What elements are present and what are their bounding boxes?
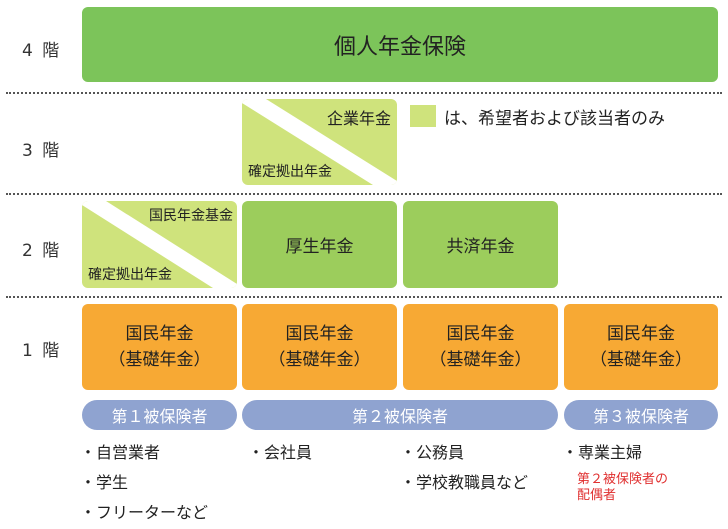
list-item: ・公務員	[400, 443, 465, 462]
floor-label-4: 4 階	[22, 41, 62, 61]
floor-label-2: 2 階	[22, 241, 62, 261]
list-item: ・会社員	[248, 443, 313, 462]
note-line: 第２被保険者の	[577, 472, 669, 487]
list-item: ・専業主婦	[562, 443, 643, 462]
basic-pension-label: （基礎年金）	[268, 350, 371, 370]
national-pension-box: 国民年金 （基礎年金）	[403, 304, 558, 390]
national-pension-box: 国民年金 （基礎年金）	[564, 304, 718, 390]
legend-text: は、希望者および該当者のみ	[444, 109, 665, 129]
defined-contribution-label: 確定拠出年金	[88, 267, 172, 283]
floor-divider	[6, 92, 722, 94]
list-item: ・フリーターなど	[80, 503, 209, 522]
list-item: ・自営業者	[80, 443, 161, 462]
floor-label-3: 3 階	[22, 141, 62, 161]
national-pension-box: 国民年金 （基礎年金）	[242, 304, 397, 390]
national-pension-label: 国民年金	[125, 324, 194, 344]
list-item: ・学校教職員など	[400, 473, 529, 492]
split-diagonal	[82, 201, 237, 288]
category-3-list: ・専業主婦	[562, 438, 642, 468]
national-pension-label: 国民年金	[285, 324, 354, 344]
floor-divider	[6, 296, 722, 298]
corporate-pension-box: 企業年金 確定拠出年金	[242, 99, 397, 185]
national-pension-label: 国民年金	[446, 324, 515, 344]
category-3-pill: 第３被保険者	[564, 400, 718, 430]
floor-label-1: 1 階	[22, 341, 62, 361]
category-2-pill: 第２被保険者	[242, 400, 558, 430]
category-2-list-public: ・公務員 ・学校教職員など	[400, 438, 528, 498]
basic-pension-label: （基礎年金）	[590, 350, 692, 370]
national-pension-fund-label: 国民年金基金	[149, 208, 233, 224]
floor-divider	[6, 193, 722, 195]
category-2-list-company: ・会社員	[248, 438, 312, 468]
national-pension-box: 国民年金 （基礎年金）	[82, 304, 237, 390]
note-line: 配偶者	[577, 488, 617, 503]
defined-contribution-label: 確定拠出年金	[248, 164, 332, 180]
corporate-pension-label: 企業年金	[326, 109, 391, 128]
category-1-list: ・自営業者 ・学生 ・フリーターなど	[80, 438, 208, 528]
national-pension-label: 国民年金	[607, 324, 675, 344]
basic-pension-label: （基礎年金）	[429, 350, 532, 370]
basic-pension-label: （基礎年金）	[108, 350, 211, 370]
list-item: ・学生	[80, 473, 129, 492]
personal-pension-box: 個人年金保険	[82, 7, 718, 82]
split-diagonal	[242, 99, 397, 185]
employees-pension-box: 厚生年金	[242, 201, 397, 288]
mutual-aid-pension-box: 共済年金	[403, 201, 558, 288]
national-pension-fund-box: 国民年金基金 確定拠出年金	[82, 201, 237, 288]
category-1-pill: 第１被保険者	[82, 400, 237, 430]
spouse-note: 第２被保険者の 配偶者	[577, 472, 668, 504]
legend-swatch	[410, 105, 436, 127]
